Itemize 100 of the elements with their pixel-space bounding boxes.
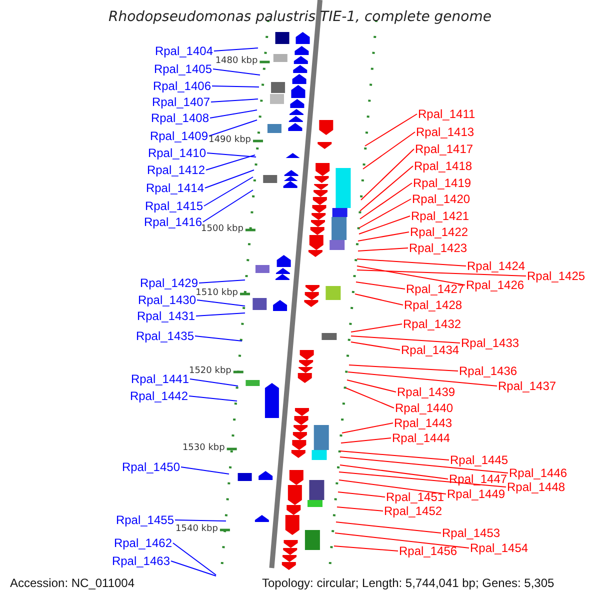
gene-label: Rpal_1420: [412, 192, 470, 206]
gene-label: Rpal_1436: [459, 364, 518, 378]
leader-line: [358, 198, 412, 228]
leader-line: [360, 166, 414, 212]
leader-line: [188, 396, 238, 402]
gene-label: Rpal_1441: [130, 372, 189, 386]
gene-label: Rpal_1440: [395, 401, 454, 415]
gene-label: Rpal_1443: [394, 416, 452, 430]
leader-line: [350, 324, 402, 332]
scale-label: 1480 kbp: [215, 56, 258, 67]
genome-info-text: Topology: circular; Length: 5,744,041 bp; Genes: 5,305: [262, 575, 554, 591]
gene-label: Rpal_1452: [384, 504, 442, 518]
gene-label: Rpal_1414: [146, 181, 204, 195]
leader-line: [356, 282, 406, 290]
gene-label: Rpal_1446: [509, 466, 568, 480]
gene-label: Rpal_1430: [138, 293, 196, 307]
leader-line: [356, 258, 466, 266]
leader-line: [194, 336, 242, 342]
gene-label: Rpal_1429: [140, 276, 198, 290]
gene-label: Rpal_1454: [470, 541, 528, 555]
gene-label: Rpal_1439: [397, 385, 456, 399]
leader-line: [338, 480, 446, 494]
gene-label: Rpal_1405: [154, 62, 212, 76]
leader-line: [340, 438, 392, 444]
leader-line: [342, 422, 394, 434]
gene-label: Rpal_1427: [406, 282, 464, 296]
leader-line: [170, 560, 216, 576]
gene-label: Rpal_1425: [527, 269, 586, 283]
leader-line: [214, 48, 258, 52]
gene-label: Rpal_1445: [450, 453, 508, 467]
gene-label: Rpal_1450: [122, 460, 180, 474]
gene-label: Rpal_1455: [116, 513, 174, 527]
leader-line: [202, 190, 254, 222]
leader-line: [198, 280, 246, 284]
leader-line: [338, 492, 386, 498]
gene-label: Rpal_1431: [136, 309, 195, 323]
gene-label: Rpal_1410: [148, 146, 206, 160]
gene-label: Rpal_1453: [442, 526, 500, 540]
gene-label: Rpal_1456: [399, 544, 458, 558]
gene-label: Rpal_1409: [150, 129, 208, 143]
gene-label: Rpal_1447: [449, 472, 508, 486]
gene-label: Rpal_1428: [404, 298, 462, 312]
leader-line: [350, 342, 400, 350]
leader-line: [180, 466, 230, 474]
leader-line: [190, 378, 238, 386]
leader-line: [340, 450, 450, 460]
leader-line: [360, 148, 414, 200]
leader-line: [356, 266, 466, 286]
leader-line: [336, 522, 442, 534]
gene-label: Rpal_1415: [144, 199, 203, 213]
leader-line: [348, 372, 498, 386]
leader-line: [340, 456, 508, 474]
scale-label: 1500 kbp: [201, 224, 244, 235]
leader-line: [358, 248, 408, 252]
leader-line: [334, 532, 470, 548]
leader-line: [340, 464, 448, 480]
leader-line: [212, 86, 260, 88]
gene-label: Rpal_1412: [146, 163, 205, 177]
leader-line: [358, 232, 410, 242]
leader-line: [174, 520, 226, 522]
leader-line: [196, 312, 246, 316]
leader-line: [350, 336, 460, 344]
accession-text: Accession: NC_011004: [10, 575, 135, 591]
gene-label: Rpal_1421: [411, 209, 470, 223]
leader-line: [338, 472, 506, 488]
gene-label: Rpal_1442: [130, 389, 188, 403]
leader-line: [210, 98, 258, 102]
gene-label: Rpal_1417: [415, 142, 474, 156]
gene-label: Rpal_1411: [418, 107, 476, 121]
leader-line: [360, 182, 412, 220]
leader-line: [334, 546, 398, 552]
leader-line: [346, 380, 396, 392]
gene-label: Rpal_1437: [498, 379, 556, 393]
gene-label: Rpal_1406: [152, 79, 211, 93]
gene-label: Rpal_1407: [152, 95, 210, 109]
leader-line: [336, 506, 384, 512]
gene-label: Rpal_1423: [409, 241, 468, 255]
scale-label: 1510 kbp: [196, 288, 238, 299]
gene-label: Rpal_1416: [144, 215, 202, 229]
gene-label: Rpal_1433: [461, 336, 520, 350]
leader-line: [208, 120, 258, 136]
gene-label: Rpal_1419: [413, 176, 472, 190]
gene-label: Rpal_1434: [401, 343, 460, 357]
scale-label: 1520 kbp: [188, 366, 232, 377]
scale-label: 1540 kbp: [176, 524, 218, 535]
gene-label: Rpal_1449: [447, 487, 506, 501]
gene-label: Rpal_1435: [136, 329, 194, 343]
leader-line: [172, 542, 216, 576]
gene-label: Rpal_1413: [416, 125, 474, 139]
leader-line: [356, 270, 526, 276]
title: Rhodopseudomonas palustris TIE-1, complete genome: [108, 9, 492, 25]
gene-label: Rpal_1448: [507, 480, 566, 494]
leader-line: [358, 216, 410, 234]
leader-line: [212, 68, 260, 76]
gene-label: Rpal_1462: [114, 536, 172, 550]
leader-line: [196, 300, 246, 306]
gene-label: Rpal_1424: [467, 259, 526, 273]
leader-line: [206, 154, 256, 170]
gene-label: Rpal_1444: [392, 431, 450, 445]
gene-label: Rpal_1426: [466, 278, 524, 292]
